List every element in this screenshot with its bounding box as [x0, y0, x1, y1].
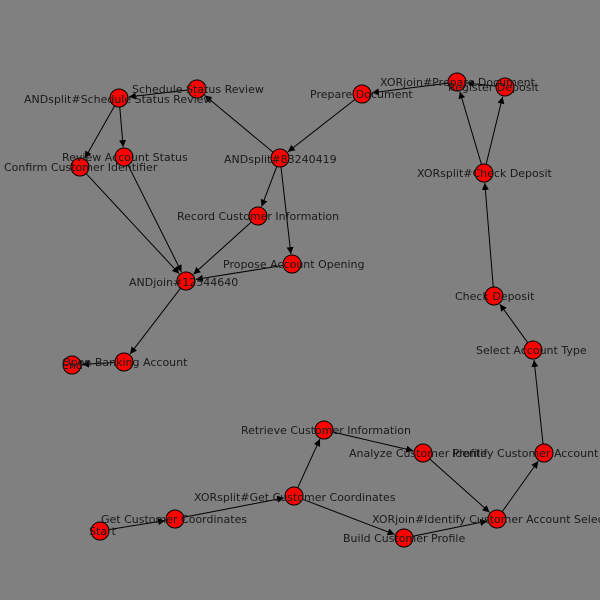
node-label-andsplit_83240419: ANDsplit#83240419	[224, 153, 337, 166]
edge-get_customer_coordinates-to-xorsplit_get_coords	[183, 495, 285, 518]
node-andjoin[interactable]	[176, 271, 196, 291]
edge-andsplit_83240419-to-record_customer_information	[260, 166, 278, 207]
node-label-prepare_document: Prepare Document	[310, 88, 413, 101]
edge-xorsplit_get_coords-to-build_customer_profile	[302, 498, 395, 536]
node-record_customer_information[interactable]	[248, 206, 268, 226]
node-get_customer_coordinates[interactable]	[165, 509, 185, 529]
edge-andsplit_83240419-to-propose_account_opening	[280, 166, 294, 255]
node-identify_customer_account[interactable]	[534, 443, 554, 463]
edge-schedule_status_review-to-andsplit_schedule	[128, 89, 189, 100]
node-analyze_customer_profile[interactable]	[413, 443, 433, 463]
edge-propose_account_opening-to-andjoin	[195, 264, 284, 282]
edge-retrieve_customer_information-to-analyze_customer_profile	[332, 431, 414, 453]
node-label-confirm_customer_identifier: Confirm Customer Identifier	[4, 161, 158, 174]
node-label-select_account_type: Select Account Type	[476, 344, 587, 357]
node-retrieve_customer_information[interactable]	[314, 420, 334, 440]
edge-andsplit_schedule-to-review_account_status	[119, 106, 127, 148]
node-label-identify_customer_account: Identify Customer Account Selection	[452, 447, 600, 460]
edge-open_banking_account-to-end	[81, 360, 116, 368]
edge-xorjoin_prepare-to-prepare_document	[371, 82, 449, 96]
edge-andjoin-to-open_banking_account	[129, 287, 181, 355]
node-xorsplit_get_coords[interactable]	[284, 486, 304, 506]
node-check_deposit[interactable]	[484, 286, 504, 306]
node-label-andjoin: ANDjoin#12544640	[129, 276, 238, 289]
node-end[interactable]	[62, 355, 82, 375]
node-label-record_customer_information: Record Customer Information	[177, 210, 339, 223]
edge-analyze_customer_profile-to-xorjoin_identify	[429, 458, 490, 513]
node-label-end: End	[62, 359, 83, 372]
node-andsplit_schedule[interactable]	[109, 88, 129, 108]
node-label-check_deposit: Check Deposit	[455, 290, 535, 303]
node-start[interactable]	[90, 521, 110, 541]
node-label-schedule_status_review: Schedule Status Review	[132, 83, 264, 96]
edge-start-to-get_customer_coordinates	[108, 518, 166, 531]
node-label-propose_account_opening: Propose Account Opening	[223, 258, 364, 271]
node-confirm_customer_identifier[interactable]	[70, 157, 90, 177]
node-andsplit_83240419[interactable]	[270, 148, 290, 168]
node-select_account_type[interactable]	[523, 340, 543, 360]
edge-prepare_document-to-andsplit_83240419	[287, 99, 356, 153]
node-label-xorjoin_identify: XORjoin#Identify Customer Account Select…	[372, 513, 600, 526]
node-xorjoin_prepare[interactable]	[447, 72, 467, 92]
node-open_banking_account[interactable]	[114, 352, 134, 372]
labels-layer: Schedule Status ReviewANDsplit#Schedule …	[4, 76, 600, 545]
edge-identify_customer_account-to-select_account_type	[531, 359, 544, 445]
edge-xorsplit_get_coords-to-retrieve_customer_information	[297, 438, 321, 489]
node-label-andsplit_schedule: ANDsplit#Schedule Status Review	[24, 93, 212, 106]
node-label-retrieve_customer_information: Retrieve Customer Information	[241, 424, 411, 437]
node-label-register_deposit: Register Deposit	[448, 81, 540, 94]
node-register_deposit[interactable]	[495, 77, 515, 97]
edges-layer	[81, 80, 544, 537]
node-review_account_status[interactable]	[114, 147, 134, 167]
node-label-open_banking_account: Open Banking Account	[62, 356, 188, 369]
node-schedule_status_review[interactable]	[187, 79, 207, 99]
node-label-get_customer_coordinates: Get Customer Coordinates	[101, 513, 247, 526]
node-label-start: Start	[89, 525, 117, 538]
node-build_customer_profile[interactable]	[394, 528, 414, 548]
node-prepare_document[interactable]	[352, 84, 372, 104]
edge-review_account_status-to-andjoin	[127, 164, 182, 273]
edge-record_customer_information-to-andjoin	[193, 221, 252, 275]
edge-xorsplit_check_deposit-to-xorjoin_prepare	[458, 91, 482, 165]
node-label-review_account_status: Review Account Status	[62, 151, 188, 164]
edge-andsplit_schedule-to-confirm_customer_identifier	[84, 105, 116, 159]
node-label-build_customer_profile: Build Customer Profile	[343, 532, 465, 545]
edge-check_deposit-to-xorsplit_check_deposit	[481, 182, 494, 288]
edge-xorjoin_identify-to-identify_customer_account	[501, 460, 539, 512]
nodes-layer	[62, 72, 554, 548]
edge-xorsplit_check_deposit-to-register_deposit	[485, 96, 505, 165]
node-label-xorjoin_prepare: XORjoin#Prepare Document	[380, 76, 536, 89]
node-label-xorsplit_check_deposit: XORsplit#Check Deposit	[417, 167, 553, 180]
node-xorsplit_check_deposit[interactable]	[474, 163, 494, 183]
edge-confirm_customer_identifier-to-andjoin	[85, 173, 180, 275]
edge-register_deposit-to-xorjoin_prepare	[466, 80, 497, 88]
node-label-analyze_customer_profile: Analyze Customer Profile	[349, 447, 487, 460]
edge-select_account_type-to-check_deposit	[499, 303, 529, 343]
node-xorjoin_identify[interactable]	[487, 509, 507, 529]
edge-build_customer_profile-to-xorjoin_identify	[412, 518, 488, 537]
node-label-xorsplit_get_coords: XORsplit#Get Customer Coordinates	[194, 491, 396, 504]
node-propose_account_opening[interactable]	[282, 254, 302, 274]
edge-andsplit_83240419-to-schedule_status_review	[204, 95, 274, 153]
